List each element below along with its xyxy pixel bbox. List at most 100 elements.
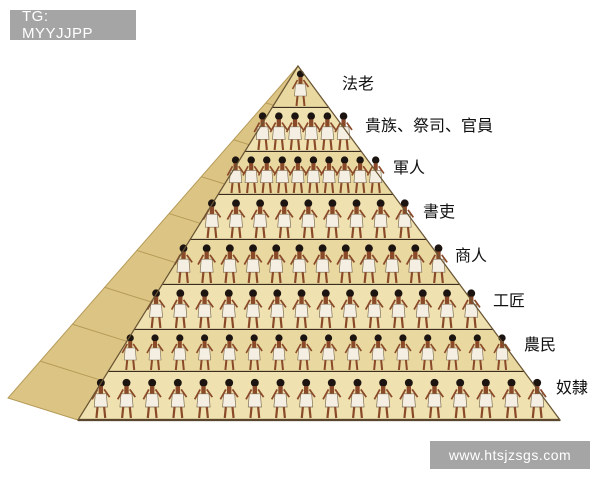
figure <box>116 378 137 419</box>
figure <box>288 156 307 194</box>
figure <box>295 334 313 371</box>
figure <box>313 244 332 284</box>
figure <box>347 378 368 419</box>
figure <box>347 199 366 239</box>
figure <box>226 156 245 194</box>
figure <box>395 199 415 239</box>
tier-label: 工匠 <box>493 291 526 310</box>
tier-label: 軍人 <box>393 158 426 177</box>
figure <box>335 156 354 194</box>
tier-band <box>78 372 560 420</box>
figure <box>336 244 356 284</box>
figure <box>316 289 336 329</box>
figure <box>296 378 316 419</box>
figure <box>197 244 217 284</box>
figure <box>226 199 246 239</box>
figure <box>170 289 190 329</box>
figure <box>245 334 263 371</box>
figure <box>344 334 362 371</box>
figure <box>382 244 402 284</box>
watermark-site: www.htsjzsgs.com <box>430 441 590 469</box>
figure <box>174 244 193 284</box>
figure <box>250 199 270 239</box>
figure <box>245 378 265 419</box>
figure <box>274 199 294 239</box>
figure <box>195 289 214 329</box>
figure <box>493 334 511 371</box>
figure <box>292 289 311 329</box>
figure <box>168 378 188 419</box>
figure <box>289 244 309 284</box>
pyramid-outline <box>76 64 562 421</box>
figure <box>413 289 433 329</box>
figure <box>195 334 214 371</box>
figure <box>468 334 486 371</box>
figure <box>298 199 318 239</box>
figure <box>405 244 425 284</box>
figure <box>243 244 263 284</box>
figure <box>219 289 239 329</box>
side-stone-course <box>265 102 274 106</box>
figure <box>304 156 323 194</box>
figure <box>366 156 385 194</box>
figure <box>269 112 288 151</box>
figure <box>322 378 342 419</box>
tier-label: 法老 <box>342 74 375 93</box>
figure <box>146 334 164 371</box>
figure <box>146 289 166 329</box>
side-stone-course <box>233 139 250 146</box>
watermark-tg: TG: MYYJJPP <box>10 8 136 42</box>
side-stone-course <box>136 249 176 264</box>
figure <box>267 289 287 329</box>
figure <box>253 112 272 151</box>
figure <box>419 334 437 371</box>
figure <box>270 334 288 371</box>
figure <box>424 378 445 419</box>
figure <box>273 156 292 194</box>
figure <box>450 378 470 419</box>
figure <box>373 378 393 419</box>
side-stone-course <box>168 213 201 224</box>
figure <box>220 334 239 371</box>
figure <box>443 334 462 371</box>
figure <box>364 289 384 329</box>
tier-label: 奴隸 <box>556 378 589 397</box>
figure <box>318 112 337 151</box>
figure <box>142 378 162 419</box>
figure <box>501 378 522 419</box>
tier-label: 商人 <box>455 246 488 265</box>
figure <box>389 289 408 329</box>
figure <box>476 378 496 419</box>
figure <box>257 156 276 194</box>
figure <box>461 289 481 329</box>
tier-band <box>107 330 525 372</box>
figure <box>319 334 338 371</box>
figure <box>285 112 305 151</box>
figure <box>369 334 387 371</box>
figure <box>399 378 419 419</box>
tier-band <box>161 240 461 285</box>
figure <box>527 378 547 419</box>
figure <box>320 156 338 194</box>
figure <box>270 378 291 419</box>
figure <box>302 112 321 151</box>
figure <box>171 334 189 371</box>
figure <box>334 112 353 151</box>
figure <box>243 289 263 329</box>
side-stone-course <box>201 176 225 185</box>
tier-label: 書吏 <box>423 202 456 221</box>
figure <box>437 289 457 329</box>
figure <box>351 156 370 194</box>
tier-label: 貴族、祭司、官員 <box>365 116 494 135</box>
tier-label: 農民 <box>524 335 557 354</box>
figure <box>322 199 342 239</box>
figure <box>394 334 412 371</box>
figure <box>359 244 379 284</box>
figure <box>121 334 139 371</box>
figure <box>202 199 222 239</box>
figure <box>242 156 261 194</box>
side-stone-course <box>72 323 128 342</box>
tier-band <box>133 285 494 330</box>
